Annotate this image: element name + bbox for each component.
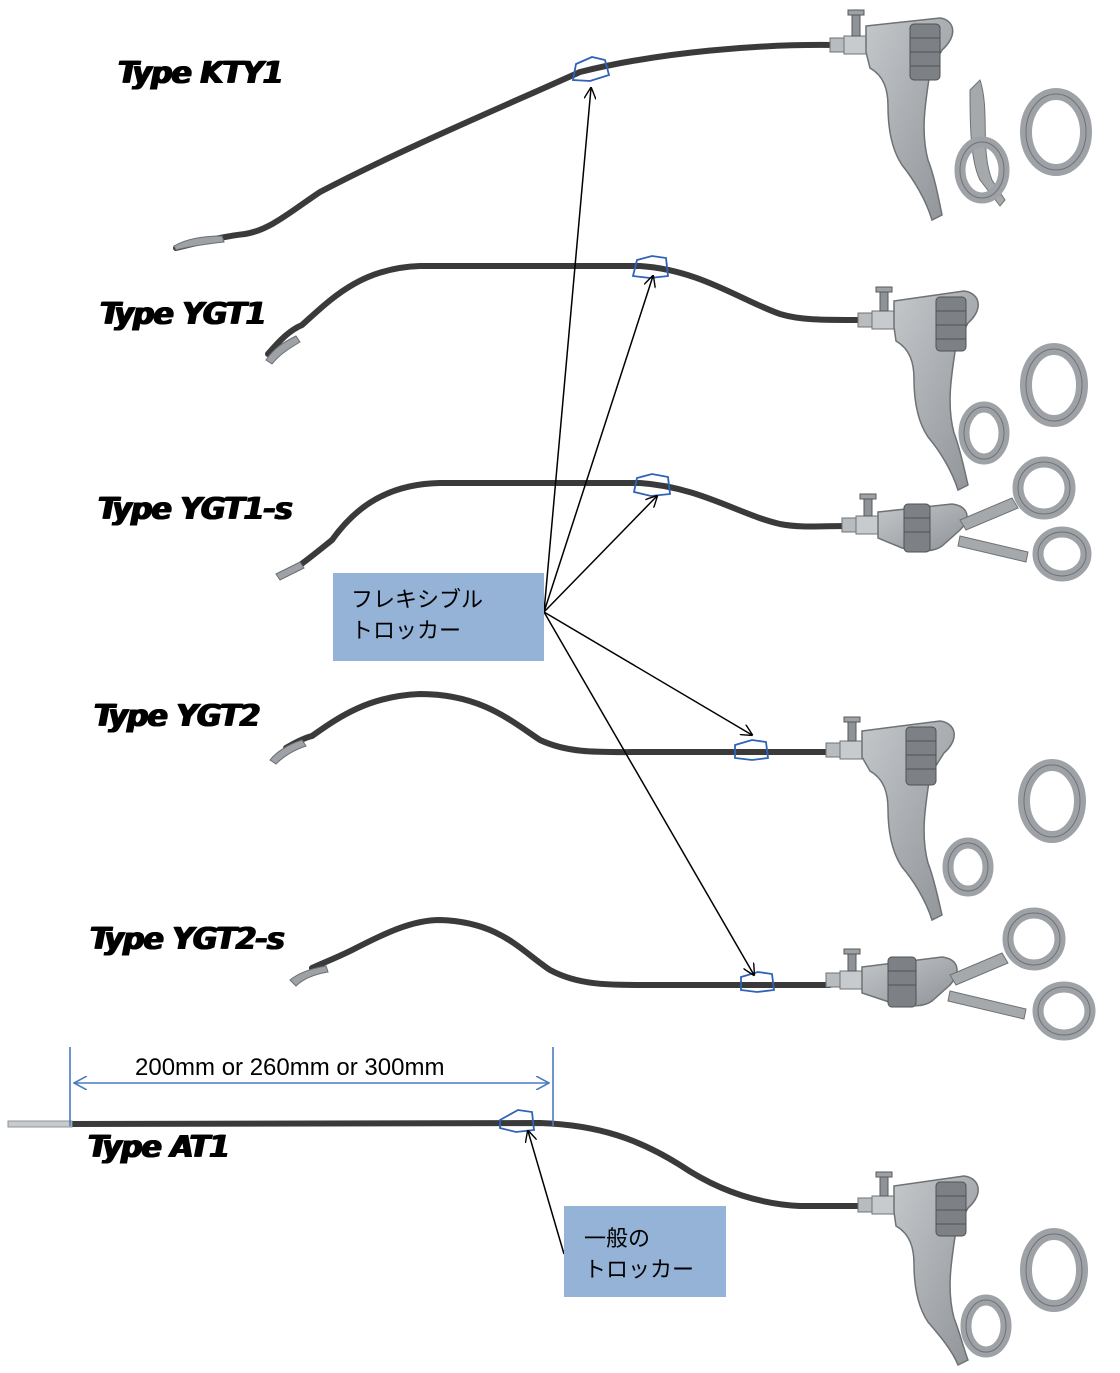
shaft-ygt2-s: [309, 916, 833, 989]
label-type-ygt1-s: Type YGT1-s: [98, 492, 293, 527]
instrument-ygt2-s: [289, 907, 1096, 1041]
general-trocar-line1: 一般の: [584, 1227, 651, 1252]
trocar-ygt1-s: [632, 473, 672, 497]
jaw-tip-ygt1: [265, 335, 301, 365]
arrow-to-kty1: [543, 88, 591, 613]
handle-kty1: [829, 9, 1092, 222]
handle-ygt2-s: [825, 907, 1096, 1041]
shaft-kty1: [173, 41, 838, 251]
shaft-ygt1: [265, 263, 865, 357]
handle-ygt1: [857, 286, 1088, 492]
flexible-trocar-line2: トロッカー: [351, 619, 462, 644]
shaft-ygt1-s: [293, 480, 849, 571]
flexible-trocar-callout: フレキシブル トロッカー: [333, 573, 544, 661]
dimension-indicator: [69, 1047, 554, 1126]
instrument-ygt1-s: [275, 456, 1092, 582]
jaw-tip-ygt1-s: [275, 561, 305, 581]
jaw-tip-at1: [7, 1120, 73, 1128]
shaft-ygt2: [283, 690, 833, 756]
instrument-kty1: [173, 9, 1092, 251]
label-type-at1: Type AT1: [88, 1130, 230, 1165]
label-type-ygt2-s: Type YGT2-s: [90, 922, 285, 957]
instrument-ygt1: [265, 255, 1088, 492]
handle-ygt1-s: [841, 456, 1092, 582]
label-type-kty1: Type KTY1: [118, 56, 284, 91]
arrow-to-ygt1: [543, 276, 653, 613]
handle-at1: [857, 1171, 1088, 1367]
general-trocar-line2: トロッカー: [584, 1258, 695, 1283]
arrow-to-ygt2: [543, 611, 752, 735]
trocar-ygt2-s: [740, 971, 776, 993]
jaw-tip-ygt2-s: [289, 965, 329, 987]
trocar-ygt1: [631, 255, 669, 279]
handle-ygt2: [825, 716, 1086, 922]
label-type-ygt1: Type YGT1: [100, 297, 266, 332]
shaft-at1: [67, 1119, 865, 1209]
dimension-label: 200mm or 260mm or 300mm: [135, 1054, 445, 1081]
general-trocar-callout: 一般の トロッカー: [564, 1206, 726, 1297]
trocar-ygt2: [734, 739, 770, 761]
trocar-kty1: [571, 56, 611, 82]
flexible-trocar-line1: フレキシブル: [351, 588, 484, 613]
arrow-to-ygt1-s: [543, 496, 657, 613]
flexible-trocar-arrows: [543, 88, 754, 975]
arrow-to-at1: [528, 1131, 565, 1255]
general-trocar-arrow: [528, 1131, 565, 1255]
instrument-at1: [7, 1109, 1088, 1367]
jaw-tip-kty1: [173, 235, 225, 251]
jaw-tip-ygt2: [269, 739, 307, 765]
label-type-ygt2: Type YGT2: [94, 699, 260, 734]
instrument-ygt2: [269, 690, 1086, 922]
arrow-to-ygt2-s: [543, 611, 754, 975]
